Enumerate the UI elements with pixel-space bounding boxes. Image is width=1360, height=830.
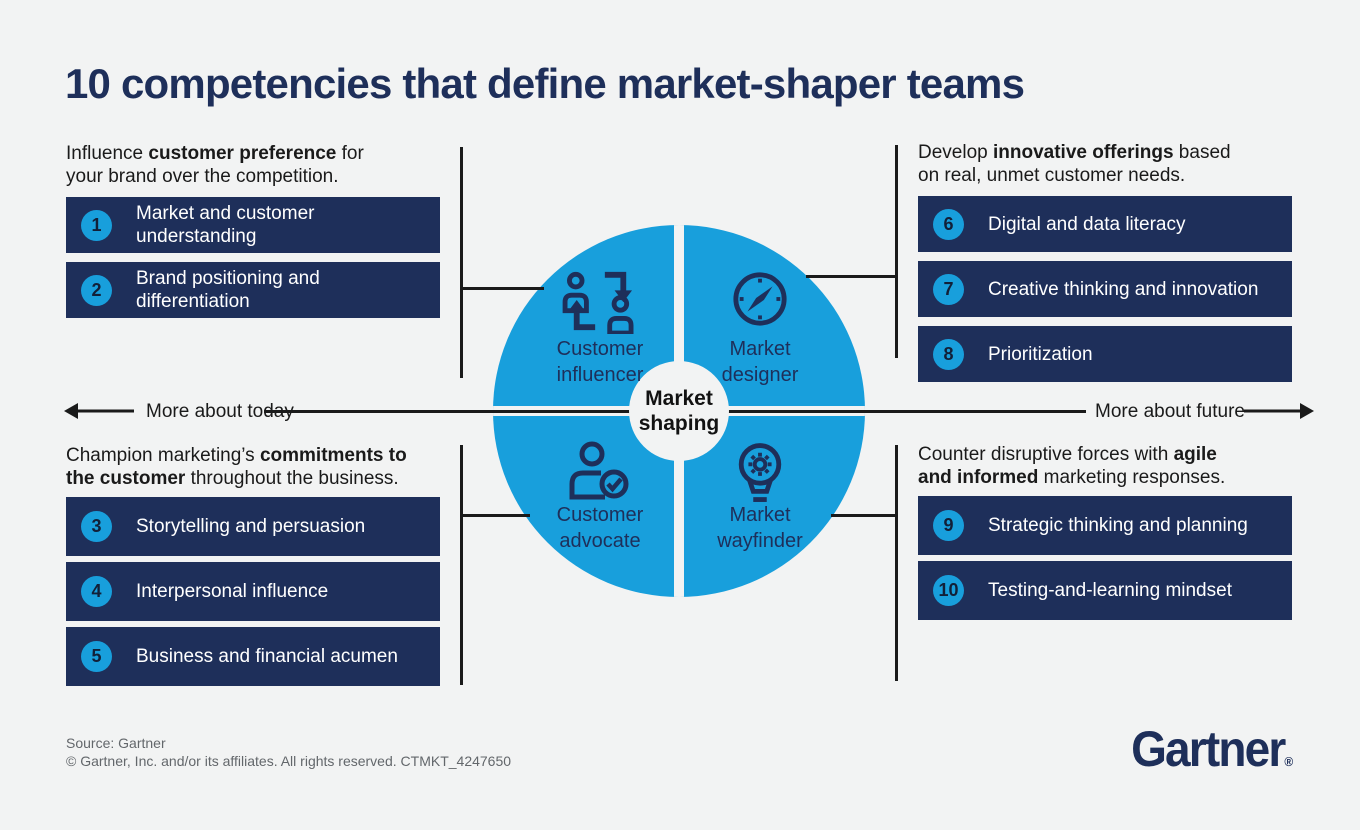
wheel-center: Market shaping — [629, 361, 729, 461]
quadrant-label-customer-influencer: Customer influencer — [556, 338, 644, 386]
people-exchange-icon — [562, 271, 634, 334]
competency-item-8: 8 Prioritization — [918, 326, 1292, 382]
badge-number: 5 — [91, 646, 102, 666]
competency-label: Business and financial acumen — [136, 646, 398, 667]
group-influence-customer-preference: Influence customer preference for your b… — [66, 142, 440, 327]
competency-label: Strategic thinking and planning — [988, 515, 1248, 536]
competency-label: Storytelling and persuasion — [136, 516, 366, 537]
competency-label: Interpersonal influence — [136, 581, 329, 602]
competency-item-1: 1 Market and customer understanding — [66, 197, 440, 253]
number-badge: 1 — [81, 209, 112, 241]
footer-copyright: © Gartner, Inc. and/or its affiliates. A… — [66, 752, 512, 769]
badge-number: 3 — [91, 516, 102, 536]
group-innovative-offerings: Develop innovative offerings based on re… — [918, 141, 1292, 391]
group-intro: Influence customer preference for your b… — [66, 143, 364, 187]
quadrant-label-market-wayfinder: Market wayfinder — [717, 504, 803, 552]
badge-number: 9 — [943, 515, 954, 535]
number-badge: 9 — [933, 510, 964, 541]
arrow-left-icon — [64, 403, 134, 419]
competency-item-10: 10 Testing-and-learning mindset — [918, 561, 1292, 620]
badge-number: 6 — [943, 213, 954, 234]
competency-item-7: 7 Creative thinking and innovation — [918, 261, 1292, 317]
badge-number: 4 — [91, 581, 102, 601]
connector-bracket-top-right — [895, 145, 898, 358]
wheel-center-label: Market shaping — [638, 387, 720, 435]
quadrant-label-customer-advocate: Customer advocate — [556, 504, 644, 552]
competency-item-9: 9 Strategic thinking and planning — [918, 496, 1292, 555]
registered-trademark-icon: ® — [1284, 754, 1293, 769]
connector-stub-bottom-left — [462, 514, 530, 517]
compass-icon — [733, 272, 787, 326]
badge-number: 8 — [943, 343, 954, 364]
connector-stub-top-right — [806, 275, 898, 278]
number-badge: 2 — [81, 274, 112, 306]
competency-item-5: 5 Business and financial acumen — [66, 627, 440, 686]
group-intro: Counter disruptive forces with agile and… — [918, 444, 1226, 488]
number-badge: 3 — [81, 511, 112, 542]
footer: Source: Gartner © Gartner, Inc. and/or i… — [66, 735, 511, 770]
connector-bracket-bottom-right — [895, 445, 898, 681]
gartner-logo-text: Gartner — [1130, 721, 1286, 777]
competency-label: Market and customer understanding — [136, 203, 315, 247]
badge-number: 10 — [938, 580, 959, 600]
competency-label: Creative thinking and innovation — [988, 278, 1259, 300]
badge-number: 1 — [91, 214, 102, 235]
gartner-logo: Gartner® — [1131, 720, 1293, 778]
connector-bracket-top-left — [460, 147, 463, 378]
number-badge: 8 — [933, 338, 964, 370]
axis-label-today: More about today — [146, 401, 294, 422]
lightbulb-gear-icon — [738, 443, 782, 502]
competency-item-2: 2 Brand positioning and differentiation — [66, 262, 440, 318]
number-badge: 4 — [81, 576, 112, 607]
connector-stub-bottom-right — [831, 514, 898, 517]
competency-label: Digital and data literacy — [988, 213, 1186, 235]
footer-source: Source: Gartner — [66, 735, 166, 751]
arrow-right-icon — [1244, 403, 1314, 419]
competency-label: Brand positioning and differentiation — [136, 268, 320, 312]
competency-item-3: 3 Storytelling and persuasion — [66, 497, 440, 556]
quadrant-label-market-designer: Market designer — [721, 338, 799, 386]
group-champion-commitments: Champion marketing’s commitments to the … — [66, 444, 440, 692]
badge-number: 7 — [943, 278, 954, 299]
group-intro: Champion marketing’s commitments to the … — [66, 445, 407, 489]
competency-label: Prioritization — [988, 343, 1093, 365]
number-badge: 5 — [81, 641, 112, 672]
competency-label: Testing-and-learning mindset — [988, 580, 1232, 601]
number-badge: 10 — [933, 575, 964, 606]
person-check-icon — [569, 441, 629, 500]
page-title: 10 competencies that define market-shape… — [65, 60, 1025, 107]
group-intro: Develop innovative offerings based on re… — [918, 142, 1231, 186]
connector-stub-top-left — [462, 287, 544, 290]
connector-bracket-bottom-left — [460, 445, 463, 685]
number-badge: 6 — [933, 208, 964, 240]
number-badge: 7 — [933, 273, 964, 305]
competency-item-4: 4 Interpersonal influence — [66, 562, 440, 621]
competency-item-6: 6 Digital and data literacy — [918, 196, 1292, 252]
axis-label-future: More about future — [1095, 401, 1245, 422]
badge-number: 2 — [91, 279, 102, 300]
group-agile-informed-responses: Counter disruptive forces with agile and… — [918, 443, 1292, 626]
